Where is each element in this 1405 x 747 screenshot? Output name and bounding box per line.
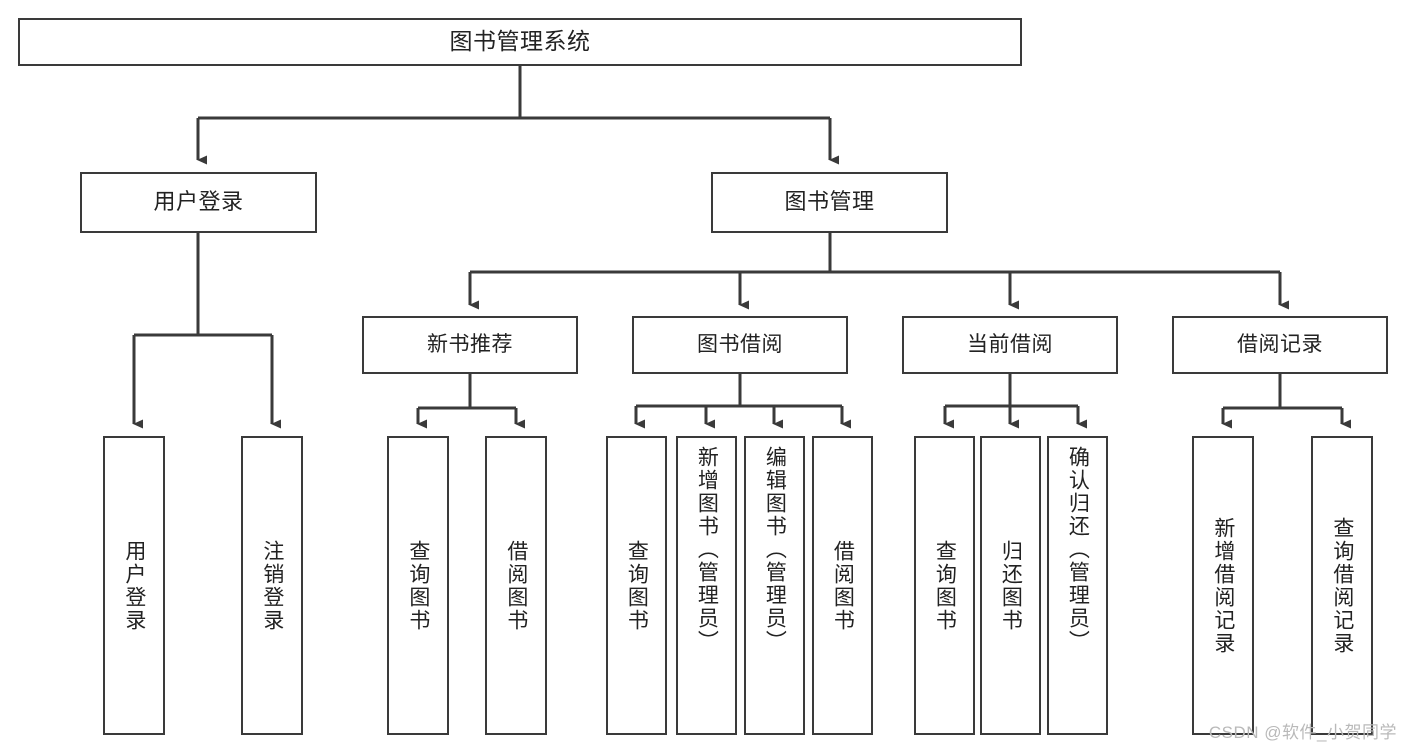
leaf-borrow-add-book-admin[interactable]: 新增图书（管理员） (676, 436, 737, 735)
node-label: 当前借阅 (967, 332, 1053, 356)
leaf-record-query-borrow-record[interactable]: 查询借阅记录 (1311, 436, 1373, 735)
node-label: 确认归还（管理员） (1066, 446, 1090, 653)
node-label: 查询图书 (625, 539, 649, 632)
node-label: 图书管理系统 (449, 28, 591, 55)
leaf-new-book-query-books[interactable]: 查询图书 (387, 436, 449, 735)
node-label: 借阅记录 (1237, 332, 1323, 356)
node-user-login[interactable]: 用户登录 (80, 172, 317, 233)
node-label: 借阅图书 (831, 539, 855, 632)
node-label: 用户登录 (153, 189, 244, 215)
leaf-borrow-edit-book-admin[interactable]: 编辑图书（管理员） (744, 436, 805, 735)
node-label: 查询借阅记录 (1330, 516, 1354, 655)
leaf-current-query-books[interactable]: 查询图书 (914, 436, 975, 735)
node-label: 查询图书 (933, 539, 957, 632)
node-current-borrowing[interactable]: 当前借阅 (902, 316, 1118, 374)
node-label: 注销登录 (260, 539, 284, 632)
leaf-borrow-borrow-books[interactable]: 借阅图书 (812, 436, 873, 735)
node-root-book-management-system[interactable]: 图书管理系统 (18, 18, 1022, 66)
node-label: 借阅图书 (504, 539, 528, 632)
leaf-user-login-logout[interactable]: 注销登录 (241, 436, 303, 735)
node-new-book-recommendation[interactable]: 新书推荐 (362, 316, 578, 374)
leaf-borrow-query-books[interactable]: 查询图书 (606, 436, 667, 735)
csdn-watermark: CSDN @软件_小贺同学 (1208, 723, 1397, 742)
node-label: 图书借阅 (697, 332, 783, 356)
node-label: 新增图书（管理员） (695, 446, 719, 653)
leaf-new-book-borrow-books[interactable]: 借阅图书 (485, 436, 547, 735)
node-label: 归还图书 (999, 539, 1023, 632)
leaf-record-add-borrow-record[interactable]: 新增借阅记录 (1192, 436, 1254, 735)
node-label: 查询图书 (406, 539, 430, 632)
node-label: 用户登录 (122, 539, 146, 632)
node-label: 新书推荐 (427, 332, 513, 356)
node-book-management[interactable]: 图书管理 (711, 172, 948, 233)
node-label: 新增借阅记录 (1211, 516, 1235, 655)
node-label: 编辑图书（管理员） (763, 446, 787, 653)
node-borrowing-records[interactable]: 借阅记录 (1172, 316, 1388, 374)
node-book-borrowing[interactable]: 图书借阅 (632, 316, 848, 374)
leaf-current-confirm-return-admin[interactable]: 确认归还（管理员） (1047, 436, 1108, 735)
leaf-user-login-login[interactable]: 用户登录 (103, 436, 165, 735)
node-label: 图书管理 (784, 189, 875, 215)
leaf-current-return-books[interactable]: 归还图书 (980, 436, 1041, 735)
